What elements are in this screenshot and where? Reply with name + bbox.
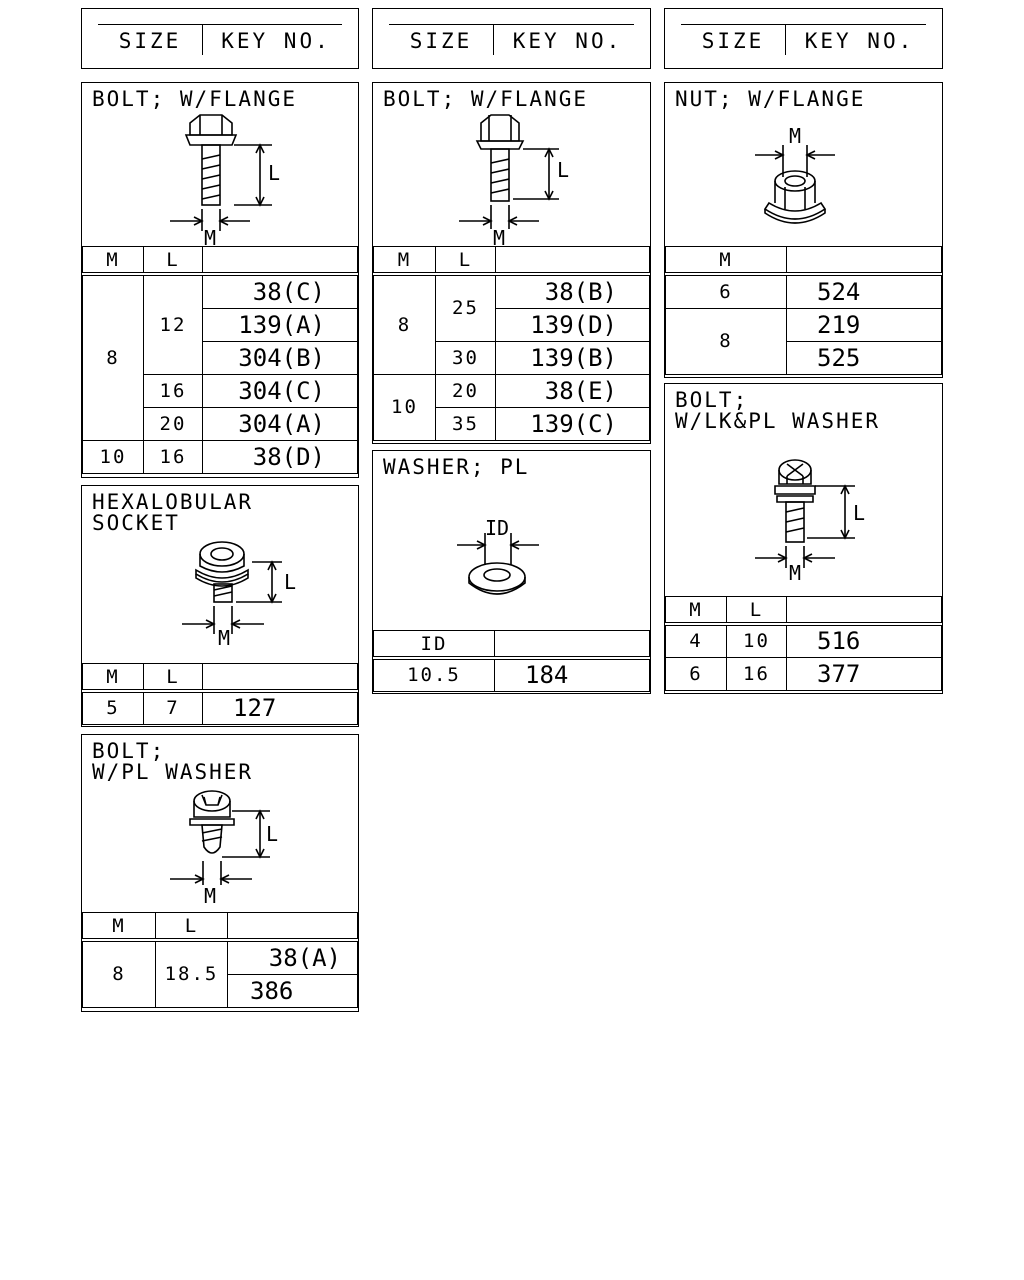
svg-text:M: M: [493, 226, 505, 247]
hexalobular-bolt-icon: L M: [182, 541, 296, 650]
svg-text:ID: ID: [485, 516, 509, 540]
dim-l-label: L: [268, 161, 280, 185]
size-key-header-1: SIZE KEY NO.: [81, 8, 359, 69]
panel-title: HEXALOBULAR SOCKET: [92, 490, 254, 535]
key-no-cell: 304(A): [202, 406, 358, 441]
key-no-label: KEY NO.: [512, 29, 623, 53]
key-no-cell: 304(B): [202, 340, 358, 375]
key-no-cell: 304(C): [202, 373, 358, 408]
key-no-cell: 386: [227, 973, 358, 1008]
plain-washer-icon: ID: [457, 516, 539, 595]
svg-text:L: L: [853, 501, 865, 525]
lock-washer-bolt-icon: L M: [755, 459, 865, 585]
dim-m-label: M: [204, 226, 216, 247]
flange-bolt-short-icon: L M: [459, 114, 569, 247]
key-no-cell: 219: [786, 307, 942, 342]
key-no-cell: 127: [202, 690, 358, 725]
svg-text:M: M: [218, 626, 230, 650]
svg-text:M: M: [204, 884, 216, 908]
flange-nut-icon: M: [755, 124, 835, 224]
panel-title: NUT; W/FLANGE: [675, 87, 866, 111]
flange-bolt-icon: L M: [170, 114, 280, 247]
key-no-cell: 377: [786, 656, 942, 691]
key-no-label: KEY NO.: [221, 29, 331, 53]
size-label: SIZE: [409, 29, 473, 53]
key-no-cell: 139(B): [495, 340, 650, 375]
panel-title: WASHER; PL: [383, 455, 530, 479]
key-no-cell: 38(C): [202, 273, 358, 309]
key-no-cell: 38(E): [495, 373, 650, 408]
size-label: SIZE: [118, 29, 182, 53]
plain-washer-bolt-icon: L M: [170, 790, 278, 908]
panel-title: BOLT; W/LK&PL WASHER: [675, 388, 881, 433]
key-no-cell: 139(D): [495, 307, 650, 342]
svg-text:L: L: [284, 570, 296, 594]
key-no-cell: 184: [494, 657, 650, 692]
key-no-label: KEY NO.: [804, 29, 915, 53]
panel-title: BOLT; W/PL WASHER: [92, 739, 254, 784]
panel-title: BOLT; W/FLANGE: [92, 87, 298, 111]
svg-text:M: M: [789, 561, 801, 585]
key-no-cell: 38(B): [495, 273, 650, 309]
key-no-cell: 38(D): [202, 439, 358, 474]
svg-text:L: L: [266, 822, 278, 846]
key-no-cell: 516: [786, 623, 942, 658]
size-key-header-3: SIZE KEY NO.: [664, 8, 943, 69]
key-no-cell: 524: [786, 273, 942, 309]
key-no-cell: 139(A): [202, 307, 358, 342]
key-no-cell: 525: [786, 340, 942, 375]
key-no-cell: 38(A): [227, 939, 358, 975]
size-key-header-2: SIZE KEY NO.: [372, 8, 651, 69]
svg-text:M: M: [789, 124, 801, 148]
svg-text:L: L: [557, 158, 569, 182]
panel-title: BOLT; W/FLANGE: [383, 87, 589, 111]
size-label: SIZE: [701, 29, 765, 53]
key-no-cell: 139(C): [495, 406, 650, 441]
